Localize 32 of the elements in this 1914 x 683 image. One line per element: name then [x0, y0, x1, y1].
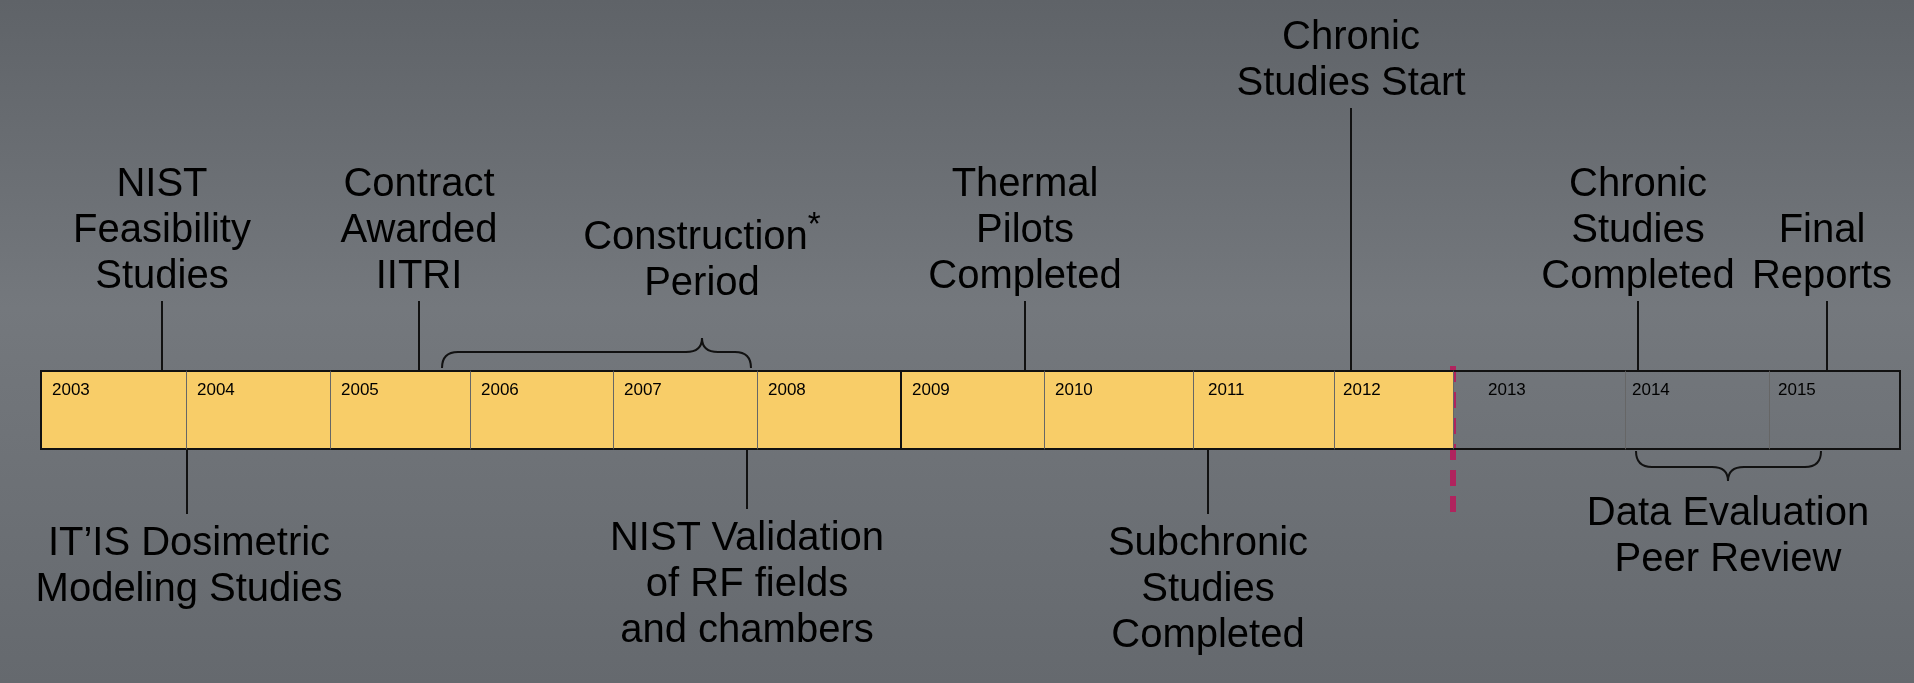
year-cell: 2013: [1453, 370, 1625, 450]
event-label: IT’IS Dosimetric Modeling Studies: [24, 518, 354, 610]
bracket-label: Construction$^{*}$ Period: [582, 204, 822, 305]
event-label: NIST Validation of RF fields and chambers: [607, 513, 887, 651]
year-cell: 2007: [613, 370, 757, 450]
leader-line: [1826, 300, 1828, 371]
year-cell: 2011: [1193, 370, 1334, 450]
event-label: Contract Awarded IITRI: [319, 159, 519, 297]
leader-line: [161, 300, 163, 371]
leader-line: [1207, 449, 1209, 515]
event-label: Thermal Pilots Completed: [910, 159, 1140, 297]
year-cell: 2003: [40, 370, 186, 450]
leader-line: [186, 449, 188, 515]
year-cell: 2004: [186, 370, 330, 450]
year-cell: 2015: [1769, 370, 1901, 450]
year-cell: 2006: [470, 370, 613, 450]
event-label: NIST Feasibility Studies: [47, 159, 277, 297]
bracket-label: Data Evaluation Peer Review: [1585, 488, 1871, 580]
year-cell: 2009: [900, 370, 1044, 450]
event-label: Final Reports: [1732, 205, 1912, 297]
leader-line: [1350, 107, 1352, 371]
year-cell: 2008: [757, 370, 900, 450]
leader-line: [418, 300, 420, 371]
year-cell: 2005: [330, 370, 470, 450]
event-label: Chronic Studies Start: [1223, 12, 1479, 104]
year-cell: 2012: [1334, 370, 1453, 450]
year-cell: 2010: [1044, 370, 1193, 450]
leader-line: [1637, 300, 1639, 371]
leader-line: [746, 449, 748, 510]
event-label: Subchronic Studies Completed: [1098, 518, 1318, 656]
year-cell: 2014: [1625, 370, 1769, 450]
leader-line: [1024, 300, 1026, 371]
